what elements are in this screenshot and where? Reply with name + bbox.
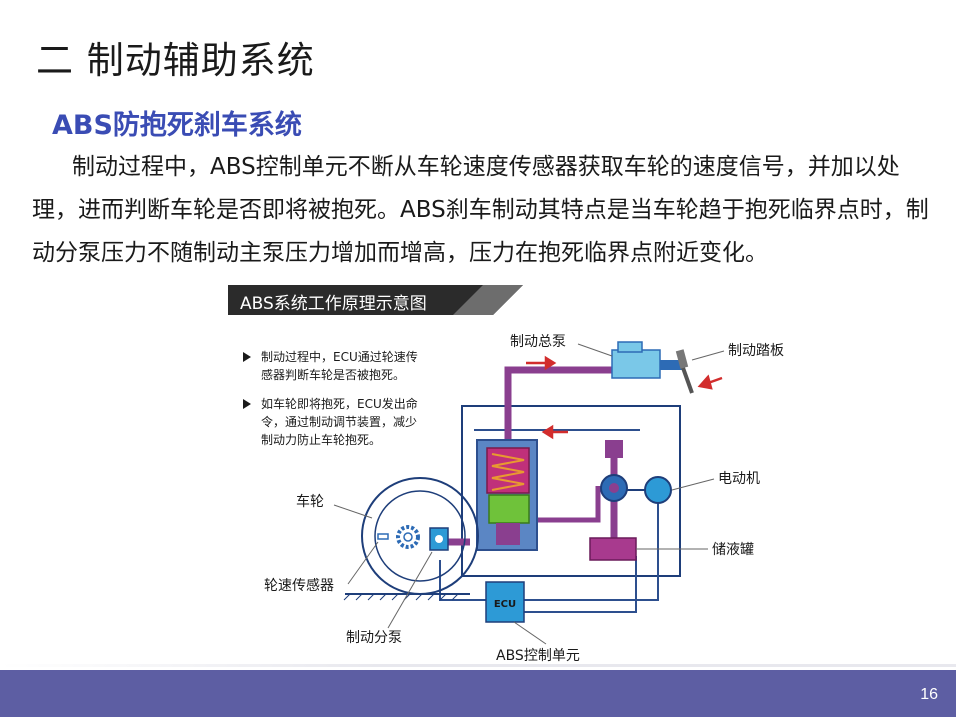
label-master-cylinder: 制动总泵 [510, 334, 566, 350]
return-pipe [536, 486, 601, 523]
flow-arrows [526, 355, 723, 440]
label-reservoir: 储液罐 [712, 542, 754, 558]
note-1-line-2: 感器判断车轮是否被抱死。 [261, 367, 405, 382]
diagram-banner [228, 285, 523, 315]
slide-title: 二 制动辅助系统 [36, 39, 315, 82]
ecu-text: ECU [494, 599, 516, 610]
valve-chamber [486, 447, 530, 494]
regulator-housing [461, 405, 681, 577]
label-wheel: 车轮 [296, 493, 324, 510]
speed-sensor [377, 533, 389, 540]
leader-lines [333, 343, 725, 645]
ecu-box [485, 581, 525, 623]
banner-stripe [453, 285, 523, 315]
reservoir [589, 537, 637, 561]
tone-ring [396, 525, 420, 549]
motor [644, 476, 672, 504]
footer-bar [0, 670, 956, 717]
section-subtitle: ABS防抱死刹车系统 [52, 110, 302, 141]
valve-spring [491, 453, 525, 491]
pump-core [609, 483, 619, 493]
valve-piston [488, 494, 530, 524]
brake-disc [374, 490, 466, 582]
master-cylinder [611, 349, 661, 379]
note-2-line-1: 如车轮即将抱死，ECU发出命 [261, 396, 418, 411]
note-1-line-1: 制动过程中，ECU通过轮速传 [261, 349, 418, 364]
label-wheel-speed-sensor: 轮速传感器 [264, 577, 334, 594]
label-motor: 电动机 [718, 471, 760, 487]
label-abs-control-unit: ABS控制单元 [496, 648, 580, 664]
description-paragraph: 制动过程中，ABS控制单元不断从车轮速度传感器获取车轮的速度信号，并加以处理，进… [32, 154, 929, 266]
brake-pedal [680, 364, 694, 394]
page-number: 16 [920, 686, 938, 703]
note-bullet-1 [243, 352, 251, 362]
note-2-line-3: 制动力防止车轮抱死。 [261, 432, 381, 447]
label-brake-pedal: 制动踏板 [728, 343, 784, 359]
pump-valve [605, 440, 623, 458]
note-2-line-2: 令，通过制动调节装置，减少 [261, 414, 417, 429]
valve-outlet [496, 523, 520, 545]
footer-divider [0, 664, 956, 667]
diagram-banner-title: ABS系统工作原理示意图 [240, 294, 427, 314]
label-wheel-cylinder: 制动分泵 [346, 630, 402, 646]
note-bullet-2 [243, 399, 251, 409]
